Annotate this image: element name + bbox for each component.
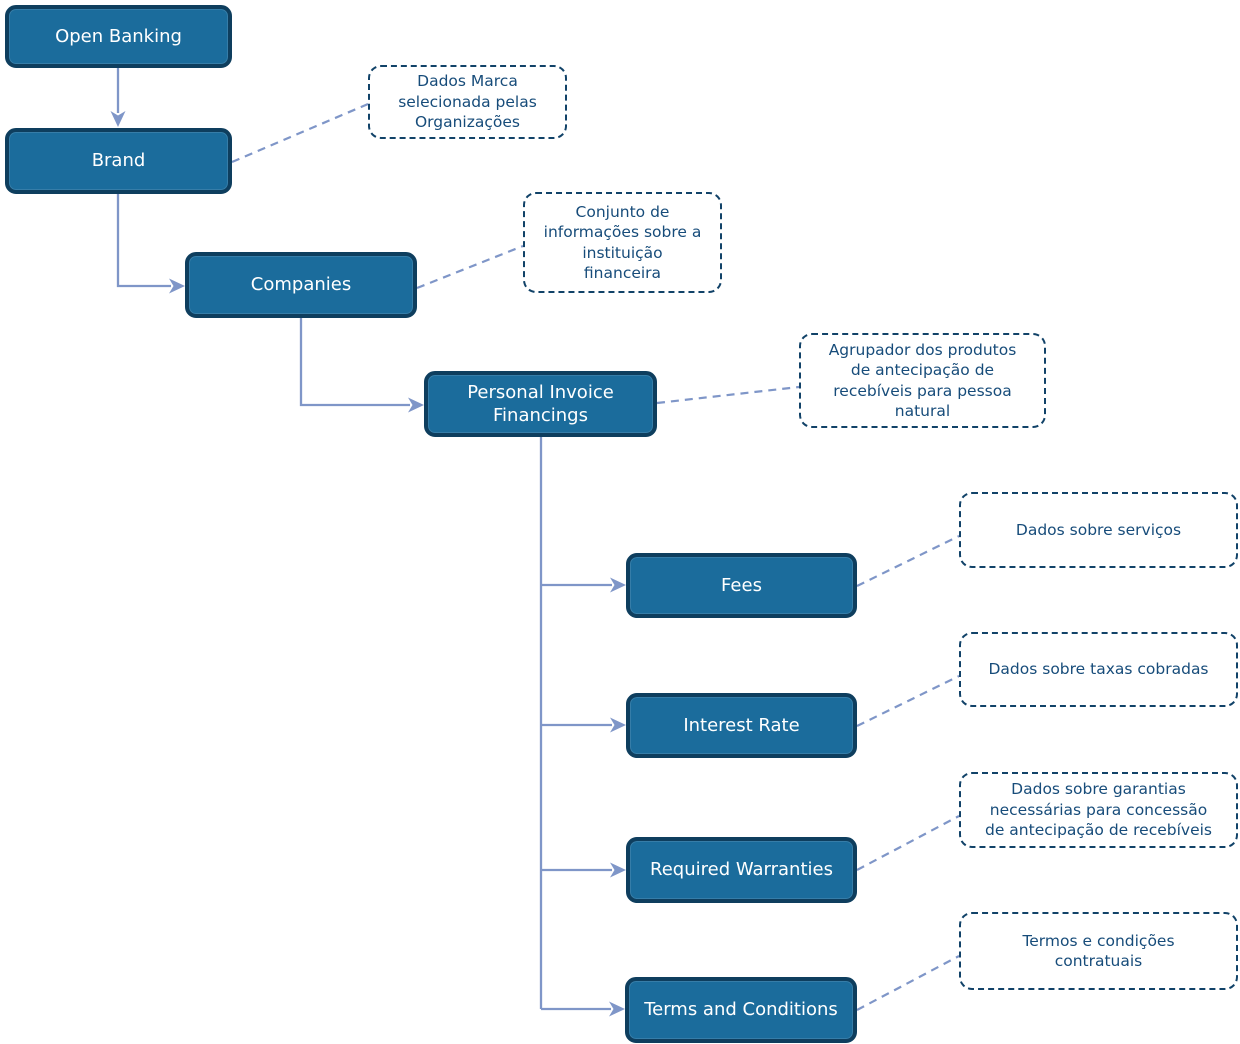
annotation-companies: Conjunto de informações sobre a institui… — [523, 192, 722, 293]
annotation-terms-and-conditions-text: Termos e condições contratuais — [1022, 931, 1175, 970]
edge-companies-to-personal-invoice-financings — [299, 318, 424, 413]
annotation-fees-text: Dados sobre serviços — [1015, 520, 1182, 539]
node-companies-label: Companies — [250, 274, 352, 296]
annotation-brand: Dados Marca selecionada pelas Organizaçõ… — [368, 65, 567, 139]
dashed-edge-companies-annotation — [416, 244, 524, 290]
edge-open-banking-to-brand — [110, 68, 126, 127]
annotation-interest-rate-text: Dados sobre taxas cobradas — [988, 660, 1209, 679]
edge-brand-to-companies — [116, 194, 185, 294]
node-fees: Fees — [626, 553, 857, 618]
node-terms-and-conditions: Terms and Conditions — [625, 977, 857, 1043]
node-open-banking-label: Open Banking — [55, 25, 182, 47]
dashed-edge-interest-rate-annotation — [856, 675, 960, 727]
annotation-interest-rate: Dados sobre taxas cobradas — [959, 632, 1238, 707]
node-personal-invoice-financings: Personal Invoice Financings — [424, 371, 657, 437]
annotation-required-warranties-text: Dados sobre garantias necessárias para c… — [985, 780, 1212, 840]
annotation-companies-text: Conjunto de informações sobre a institui… — [543, 202, 702, 282]
node-brand: Brand — [5, 128, 232, 194]
edge-trunk-to-terms-and-conditions — [541, 1001, 625, 1017]
node-interest-rate-label: Interest Rate — [683, 714, 800, 736]
node-fees-label: Fees — [721, 574, 762, 596]
edge-trunk-to-fees — [541, 577, 626, 593]
dashed-edge-fees-annotation — [856, 535, 960, 587]
node-open-banking: Open Banking — [5, 5, 232, 68]
dashed-edge-brand-annotation — [231, 102, 369, 164]
node-required-warranties: Required Warranties — [626, 837, 857, 903]
node-terms-and-conditions-label: Terms and Conditions — [644, 999, 838, 1021]
edge-trunk-to-interest-rate — [541, 717, 626, 733]
annotation-personal-invoice-financings-text: Agrupador dos produtos de antecipação de… — [828, 340, 1017, 420]
dashed-edge-personal-invoice-financings-annotation — [656, 385, 800, 405]
node-personal-invoice-financings-label: Personal Invoice Financings — [467, 381, 614, 426]
annotation-fees: Dados sobre serviços — [959, 492, 1238, 568]
node-interest-rate: Interest Rate — [626, 693, 857, 758]
dashed-edge-required-warranties-annotation — [856, 815, 960, 871]
annotation-required-warranties: Dados sobre garantias necessárias para c… — [959, 772, 1238, 848]
edge-trunk-to-required-warranties — [541, 862, 626, 878]
node-required-warranties-label: Required Warranties — [650, 859, 833, 881]
node-brand-label: Brand — [91, 150, 146, 172]
node-companies: Companies — [185, 252, 417, 318]
annotation-personal-invoice-financings: Agrupador dos produtos de antecipação de… — [799, 333, 1046, 428]
annotation-brand-text: Dados Marca selecionada pelas Organizaçõ… — [398, 72, 537, 132]
annotation-terms-and-conditions: Termos e condições contratuais — [959, 912, 1238, 990]
dashed-edge-terms-and-conditions-annotation — [856, 955, 960, 1011]
